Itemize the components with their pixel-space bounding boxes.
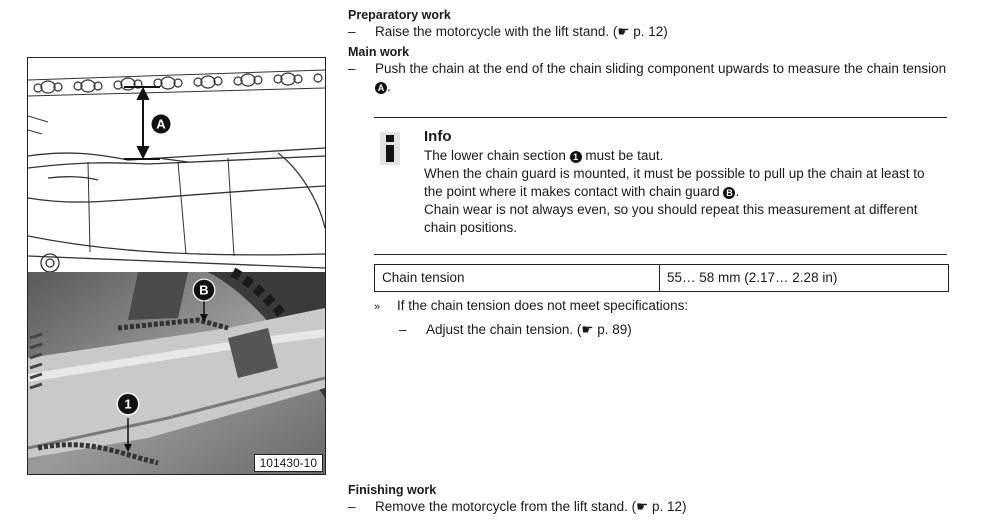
main-step: – Push the chain at the end of the chain… [348, 60, 950, 96]
figure-code: 101430-10 [253, 454, 323, 472]
preparatory-heading: Preparatory work [348, 8, 451, 22]
main-step-end: . [387, 79, 391, 94]
measurement-arrow [124, 86, 160, 160]
info-body: Info The lower chain section 1 must be t… [424, 127, 944, 237]
condition-text: If the chain tension does not meet speci… [397, 298, 689, 313]
info-line-1: The lower chain section 1 must be taut. [424, 147, 944, 165]
finishing-step-text: Remove the motorcycle from the lift stan… [375, 499, 687, 514]
spec-value: 55… 58 mm (2.17… 2.28 in) [667, 270, 838, 285]
figure-label-b: B [192, 278, 216, 302]
finishing-step: – Remove the motorcycle from the lift st… [348, 498, 948, 516]
info-title: Info [424, 128, 452, 145]
finishing-heading: Finishing work [348, 483, 437, 497]
figure-label-b-text: B [199, 283, 208, 298]
step-dash: – [348, 24, 356, 39]
preparatory-step: – Raise the motorcycle with the lift sta… [348, 23, 948, 41]
callout-1-badge: 1 [569, 151, 582, 163]
condition-action-text: Adjust the chain tension. (☛ p. 89) [426, 322, 632, 337]
chain-tension-figure: A B 1 101430-10 [27, 57, 326, 475]
spec-table: Chain tension 55… 58 mm (2.17… 2.28 in) [374, 264, 949, 292]
condition-action: – Adjust the chain tension. (☛ p. 89) [399, 321, 632, 339]
callout-a-badge: A [375, 82, 387, 94]
condition-marker: » [374, 301, 381, 313]
figure-label-a: A [151, 114, 171, 134]
callout-b-badge: B [723, 187, 736, 199]
finishing-section: Finishing work – Remove the motorcycle f… [348, 483, 948, 516]
spec-label: Chain tension [375, 265, 660, 291]
figure-label-a-text: A [156, 117, 166, 132]
info-line-2-text: When the chain guard is mounted, it must… [424, 166, 925, 199]
step-dash: – [399, 322, 407, 337]
main-heading: Main work [348, 45, 410, 59]
info-icon [380, 132, 400, 165]
instruction-column: Preparatory work – Raise the motorcycle … [348, 8, 948, 96]
preparatory-step-text: Raise the motorcycle with the lift stand… [375, 24, 668, 39]
main-step-text: Push the chain at the end of the chain s… [375, 61, 947, 76]
step-dash: – [348, 499, 356, 514]
figure-label-1: 1 [116, 392, 140, 416]
info-line-2: When the chain guard is mounted, it must… [424, 165, 944, 201]
figure-label-1-text: 1 [124, 397, 131, 412]
figure-illustration: A B 1 [28, 58, 325, 474]
condition-line: » If the chain tension does not meet spec… [374, 297, 688, 316]
info-line-2-end: . [735, 184, 740, 199]
info-line-1-text: The lower chain section [424, 148, 566, 163]
info-box: Info The lower chain section 1 must be t… [374, 117, 947, 255]
info-line-1-end: must be taut. [585, 148, 664, 163]
step-dash: – [348, 61, 356, 76]
info-line-3: Chain wear is not always even, so you sh… [424, 202, 918, 235]
